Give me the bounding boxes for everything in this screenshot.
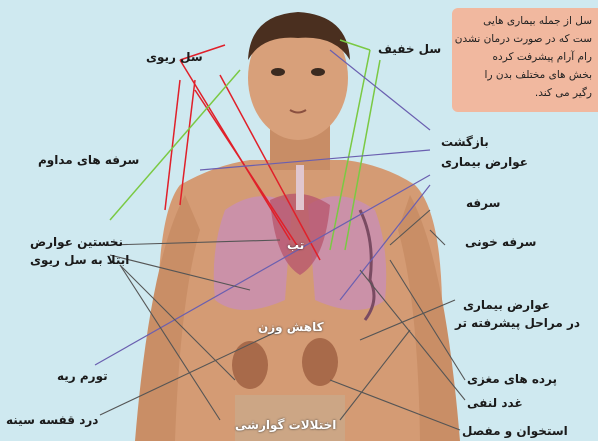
label-bone-joint: استخوان و مفصل xyxy=(462,424,568,439)
label-fever: تب xyxy=(287,238,304,253)
note-line-4: بخش های مختلف بدن را xyxy=(485,68,592,82)
torso xyxy=(135,115,460,441)
label-relapse: بازگشت xyxy=(441,135,489,150)
label-bloody-cough: سرفه خونی xyxy=(465,235,536,250)
label-first-complications-1: نخستین عوارض xyxy=(30,235,123,250)
label-persistent-cough: سرفه های مداوم xyxy=(38,153,139,168)
head xyxy=(248,12,350,140)
note-line-2: ست که در صورت درمان نشدن xyxy=(455,32,592,46)
label-meninges: پرده های مغزی xyxy=(467,372,557,387)
note-line-1: سل از جمله بیماری هایی xyxy=(483,14,592,28)
label-pulmonary-tb: سل ریوی xyxy=(146,50,203,65)
label-mild-tb: سل خفیف xyxy=(378,42,441,57)
label-weight-loss: کاهش وزن xyxy=(258,320,324,335)
label-first-complications-2: ابتلا به سل ریوی xyxy=(30,253,129,268)
label-lymph-nodes: غدد لنفی xyxy=(467,396,523,411)
note-line-3: رام آرام پیشرفت کرده xyxy=(493,50,592,64)
label-chest-pain: درد قفسه سینه xyxy=(6,413,98,428)
info-note: سل از جمله بیماری هایی ست که در صورت درم… xyxy=(452,8,598,112)
note-line-5: رگیر می کند. xyxy=(535,86,592,100)
label-lung-swelling: تورم ریه xyxy=(57,369,108,384)
label-cough: سرفه xyxy=(466,196,500,211)
label-digestive-disorders: اختلالات گوارشی xyxy=(235,418,336,433)
label-advanced-complications-2: در مراحل پیشرفته تر xyxy=(455,316,580,331)
label-disease-complications: عوارض بیماری xyxy=(441,155,528,170)
label-advanced-complications-1: عوارض بیماری xyxy=(463,298,550,313)
